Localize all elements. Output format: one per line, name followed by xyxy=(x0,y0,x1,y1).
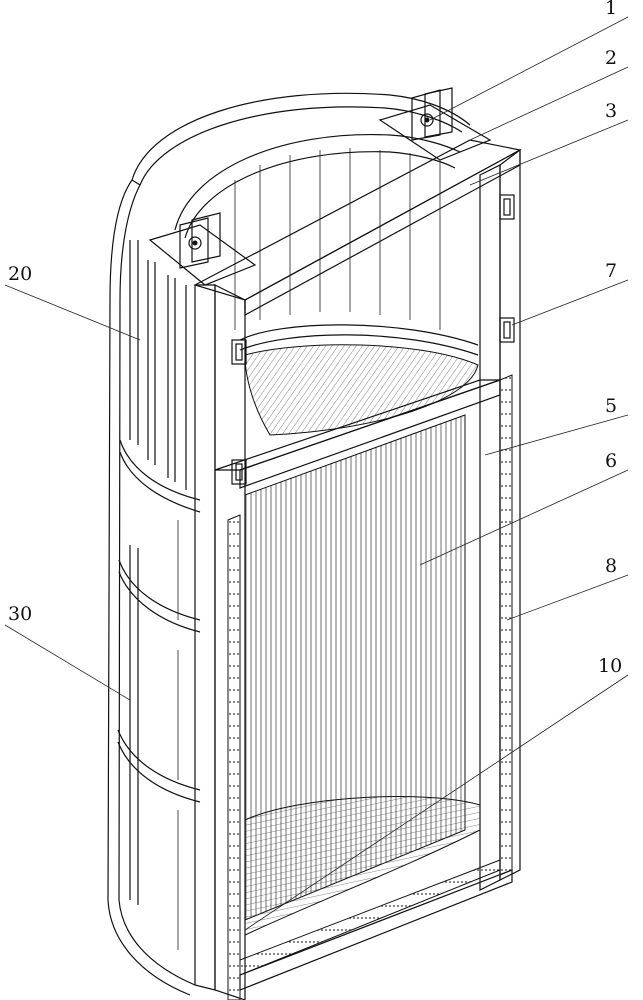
callout-7: 7 xyxy=(605,260,617,282)
callout-6: 6 xyxy=(605,450,617,472)
callout-10: 10 xyxy=(598,655,622,677)
cylinder-shell xyxy=(108,180,200,995)
callout-8: 8 xyxy=(605,555,617,577)
callout-2: 2 xyxy=(605,47,617,69)
lifting-lug-right xyxy=(380,88,490,160)
callout-30: 30 xyxy=(8,603,32,625)
callout-3: 3 xyxy=(605,100,617,122)
upper-shelf xyxy=(240,325,478,435)
lifting-lug-left xyxy=(150,213,255,285)
top-beam xyxy=(195,140,520,315)
callout-5: 5 xyxy=(605,395,617,417)
callout-20: 20 xyxy=(8,263,32,285)
inner-slats xyxy=(235,148,440,330)
callout-1: 1 xyxy=(605,0,617,19)
top-ring xyxy=(132,93,470,238)
